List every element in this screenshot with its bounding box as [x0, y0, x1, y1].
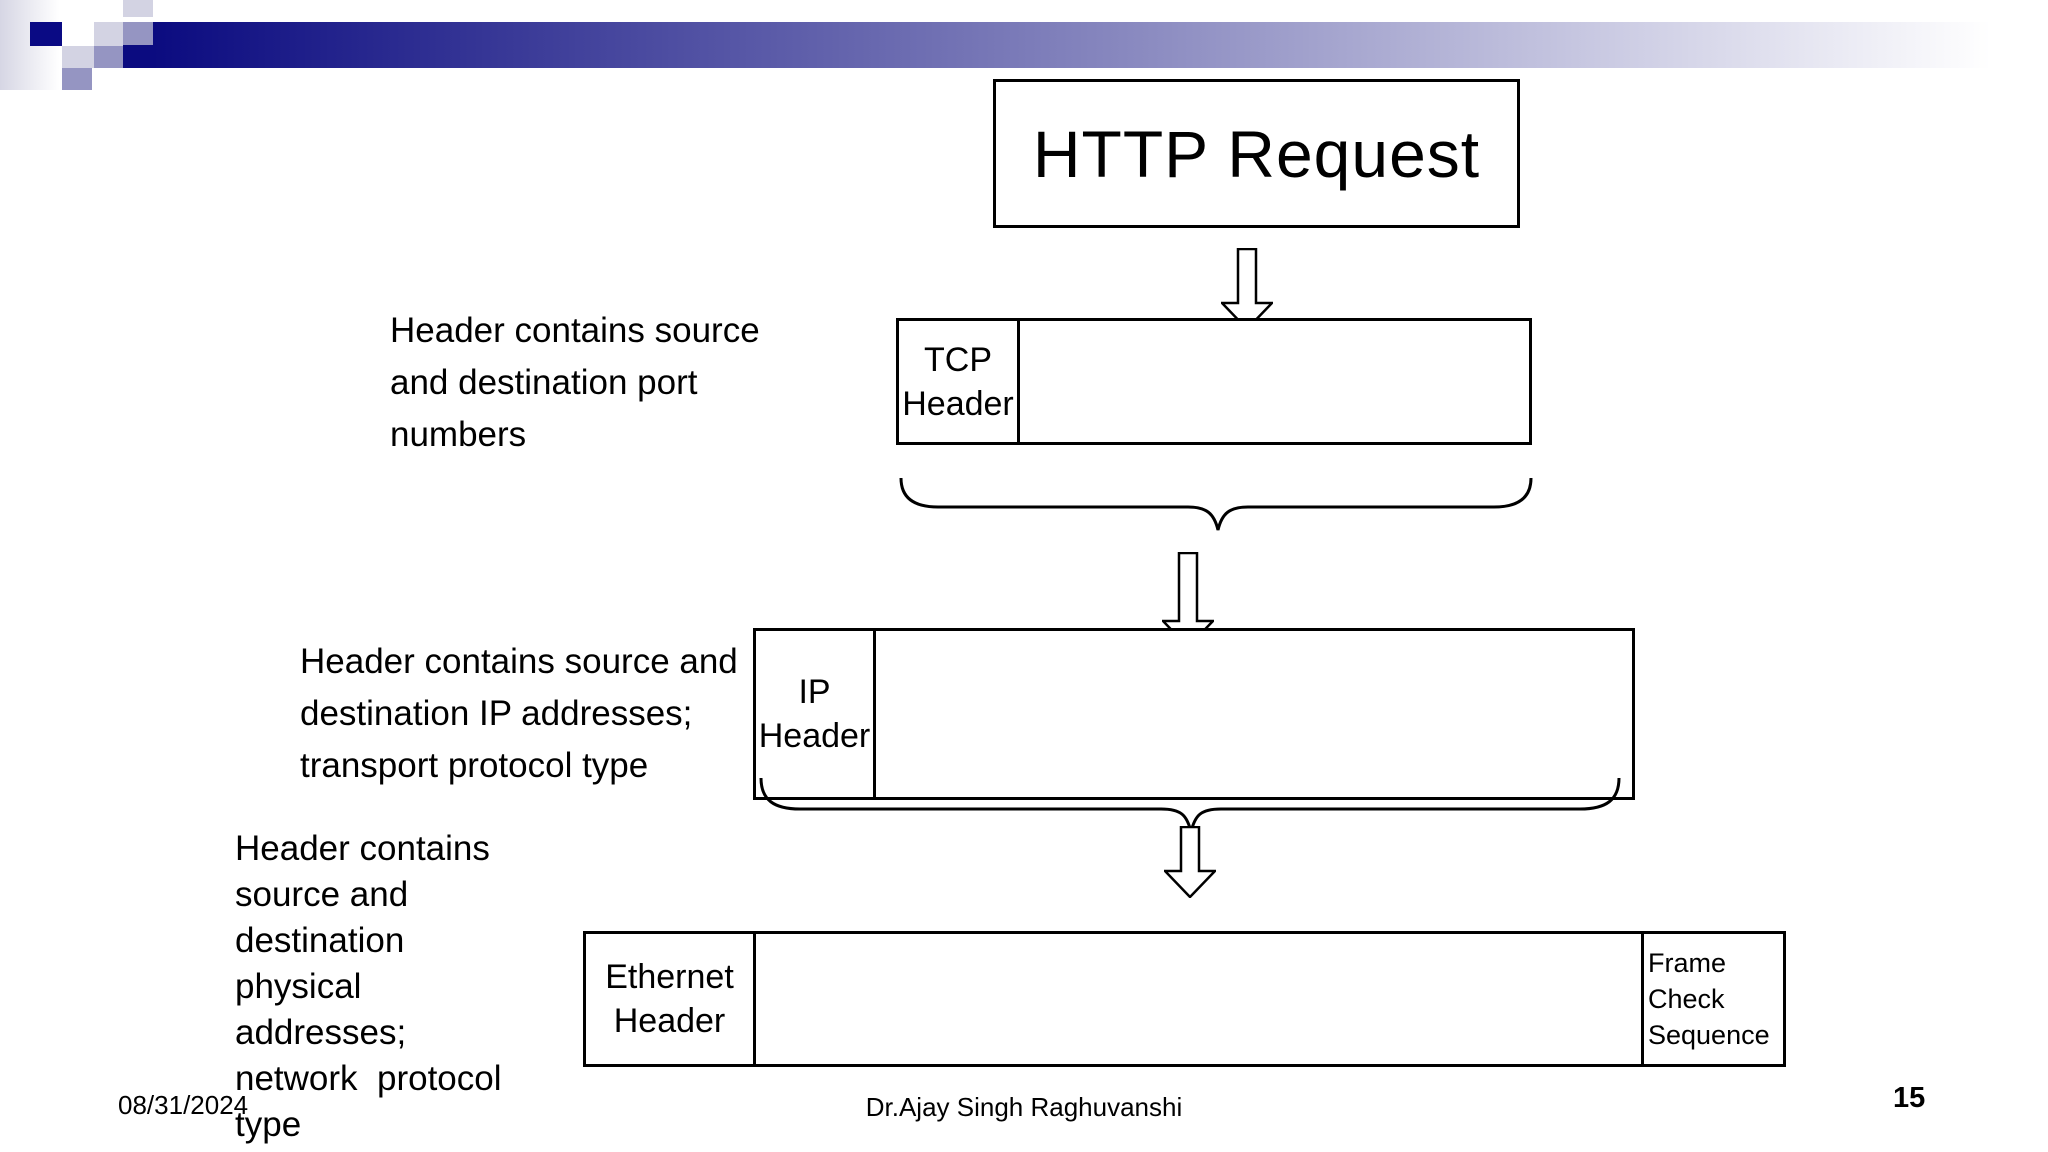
ethernet-layer-box: Ethernet Header Frame Check Sequence [583, 931, 1786, 1067]
annotation-ip: Header contains source and destination I… [300, 636, 738, 792]
ip-header-label: Header [758, 717, 871, 755]
top-gradient-bar-notch [123, 45, 153, 68]
fcs-label: Sequence [1648, 1020, 1770, 1050]
annotation-line: physical [235, 967, 362, 1006]
http-request-label: HTTP Request [1032, 116, 1481, 191]
decor-square-medium [94, 46, 123, 68]
frame-check-sequence-cell: Frame Check Sequence [1641, 934, 1783, 1064]
annotation-line: Header contains source and [300, 642, 738, 681]
footer-author: Dr.Ajay Singh Raghuvanshi [865, 1092, 1183, 1122]
ip-header-cell: IP Header [756, 631, 876, 797]
tcp-header-label: Header [902, 384, 1014, 423]
ethernet-header-cell: Ethernet Header [586, 934, 756, 1064]
annotation-tcp: Header contains source and destination p… [390, 305, 760, 461]
annotation-line: Header contains source [390, 311, 760, 350]
ip-layer-box: IP Header [753, 628, 1635, 800]
annotation-line: network protocol [235, 1059, 502, 1098]
decor-square-medium [123, 22, 153, 45]
fcs-label: Frame [1648, 948, 1727, 978]
decor-square-medium [62, 68, 92, 90]
annotation-line: addresses; [235, 1013, 407, 1052]
footer-date: 08/31/2024 [118, 1090, 249, 1120]
tcp-layer-box: TCP Header [896, 318, 1532, 445]
decor-square-light [94, 22, 123, 46]
underbrace-icon [899, 477, 1533, 531]
annotation-line: destination IP addresses; [300, 694, 693, 733]
annotation-line: destination [235, 921, 405, 960]
ip-header-label: IP [798, 673, 831, 711]
down-arrow-icon [1221, 248, 1273, 330]
annotation-line: transport protocol type [300, 746, 649, 785]
annotation-line: and destination port [390, 363, 698, 402]
decor-square-light [62, 46, 94, 68]
annotation-line: source and [235, 875, 409, 914]
top-gradient-bar [153, 22, 2048, 68]
down-arrow-icon [1164, 826, 1216, 898]
http-request-box: HTTP Request [993, 79, 1520, 228]
annotation-ethernet: Header contains source and destination p… [235, 826, 502, 1148]
tcp-header-cell: TCP Header [899, 321, 1020, 442]
decor-square-navy [30, 22, 62, 46]
annotation-line: type [235, 1105, 302, 1144]
ethernet-header-label: Ethernet [605, 958, 734, 996]
decor-square-light-top [123, 0, 153, 17]
annotation-line: numbers [390, 415, 527, 454]
fcs-label: Check [1648, 984, 1725, 1014]
ethernet-header-label: Header [613, 1002, 726, 1040]
annotation-line: Header contains [235, 829, 490, 868]
page-number: 15 [1893, 1082, 1926, 1114]
tcp-header-label: TCP [924, 340, 992, 379]
